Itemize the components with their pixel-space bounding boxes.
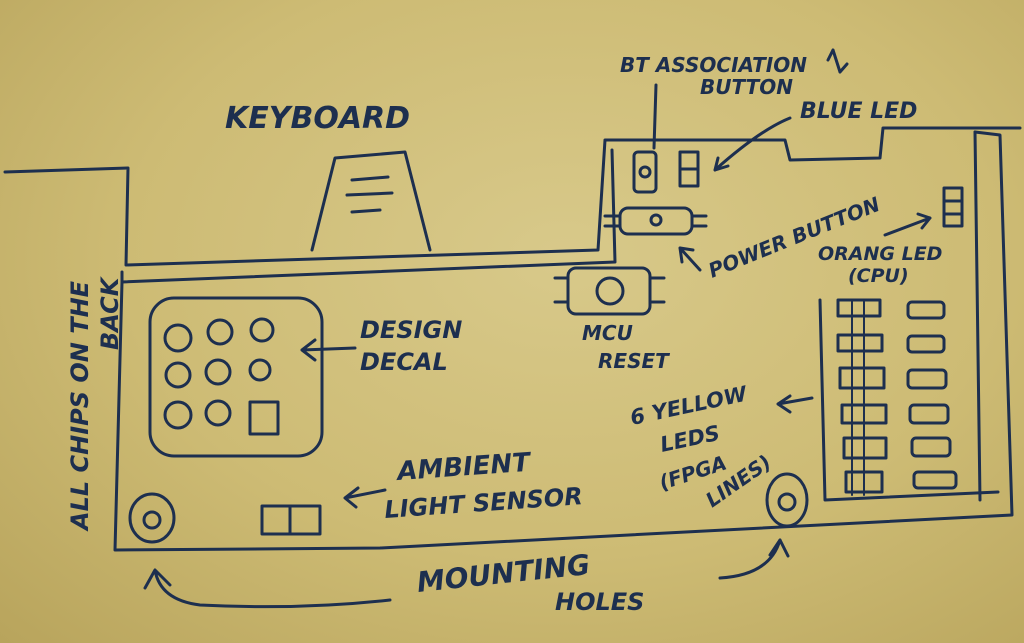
decal-square — [248, 400, 280, 436]
mounting-hole-left — [128, 492, 176, 544]
bt-association-label-2: BUTTON — [700, 75, 793, 99]
side-label-1: ALL CHIPS ON THE — [66, 280, 94, 532]
mcu-reset-button — [566, 266, 652, 316]
design-decal — [148, 296, 324, 458]
yellow-label-1: 6 YELLOW — [628, 382, 750, 430]
keyboard-label: KEYBOARD — [225, 101, 410, 136]
mounting-label-2: HOLES — [555, 588, 644, 616]
keyboard-outline — [3, 126, 1022, 267]
power-button — [618, 206, 694, 236]
mcu-label-1: MCU — [582, 321, 633, 345]
ambient-label-1: AMBIENT — [394, 448, 533, 487]
decal-dots — [163, 317, 275, 430]
blue-led-label: BLUE LED — [800, 99, 917, 124]
design-label-2: DECAL — [360, 348, 448, 376]
keyboard-key — [310, 150, 432, 252]
yellow-label-2: LEDS — [658, 421, 722, 457]
side-label-2: BACK — [96, 275, 124, 350]
yellow-led-area — [818, 298, 1000, 502]
orange-led-cpu — [942, 186, 964, 228]
mcu-label-2: RESET — [598, 349, 670, 373]
bt-association-button — [632, 150, 658, 194]
yellow-leds — [836, 298, 958, 494]
bt-association-label-1: BT ASSOCIATION — [620, 53, 807, 77]
orange-led-label-2: (CPU) — [848, 265, 909, 287]
orange-led-label-1: ORANG LED — [818, 243, 942, 265]
design-label-1: DESIGN — [360, 316, 462, 344]
ambient-label-2: LIGHT SENSOR — [383, 482, 583, 524]
mounting-hole-right — [765, 472, 809, 528]
